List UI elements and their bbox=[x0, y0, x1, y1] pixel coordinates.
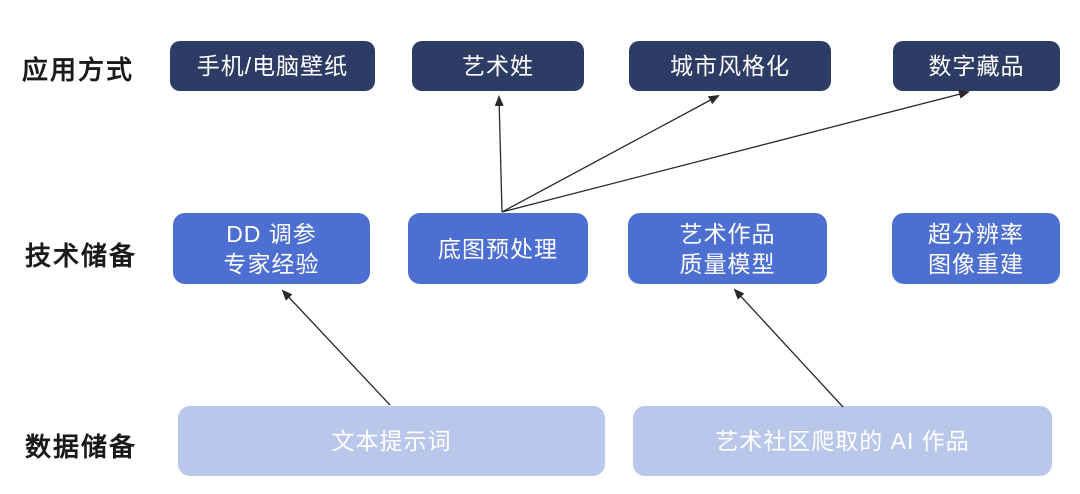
box-label: DD 调参 专家经验 bbox=[223, 220, 320, 277]
box-dd-tuning-expert-experience: DD 调参 专家经验 bbox=[173, 213, 370, 284]
box-label: 文本提示词 bbox=[331, 428, 452, 454]
box-super-resolution-reconstruction: 超分辨率 图像重建 bbox=[892, 213, 1060, 284]
box-art-surname: 艺术姓 bbox=[412, 41, 584, 91]
box-phone-computer-wallpaper: 手机/电脑壁纸 bbox=[170, 41, 375, 91]
box-label: 底图预处理 bbox=[438, 235, 558, 262]
arrow-connector bbox=[501, 89, 970, 213]
arrow-connector bbox=[281, 289, 391, 406]
box-base-image-preprocessing: 底图预处理 bbox=[408, 213, 588, 284]
box-label: 数字藏品 bbox=[928, 53, 1025, 79]
row-label-application-methods: 应用方式 bbox=[22, 55, 135, 85]
box-ai-works-crawled-from-art-community: 艺术社区爬取的 AI 作品 bbox=[633, 406, 1052, 476]
arrow-connector bbox=[501, 95, 720, 213]
box-text-prompts: 文本提示词 bbox=[178, 406, 605, 476]
row-label-data-reserve: 数据储备 bbox=[25, 432, 138, 462]
box-label: 艺术社区爬取的 AI 作品 bbox=[715, 428, 970, 454]
arrow-connector bbox=[494, 95, 504, 213]
arrow-connector bbox=[733, 288, 844, 408]
box-digital-collectibles: 数字藏品 bbox=[893, 41, 1060, 91]
box-label: 艺术作品 质量模型 bbox=[679, 220, 776, 277]
box-label: 艺术姓 bbox=[462, 53, 534, 79]
row-label-technology-reserve: 技术储备 bbox=[25, 241, 138, 271]
box-label: 超分辨率 图像重建 bbox=[928, 220, 1024, 277]
box-city-stylization: 城市风格化 bbox=[629, 41, 831, 91]
box-artwork-quality-model: 艺术作品 质量模型 bbox=[628, 213, 827, 284]
box-label: 手机/电脑壁纸 bbox=[196, 53, 349, 79]
box-label: 城市风格化 bbox=[670, 53, 790, 79]
